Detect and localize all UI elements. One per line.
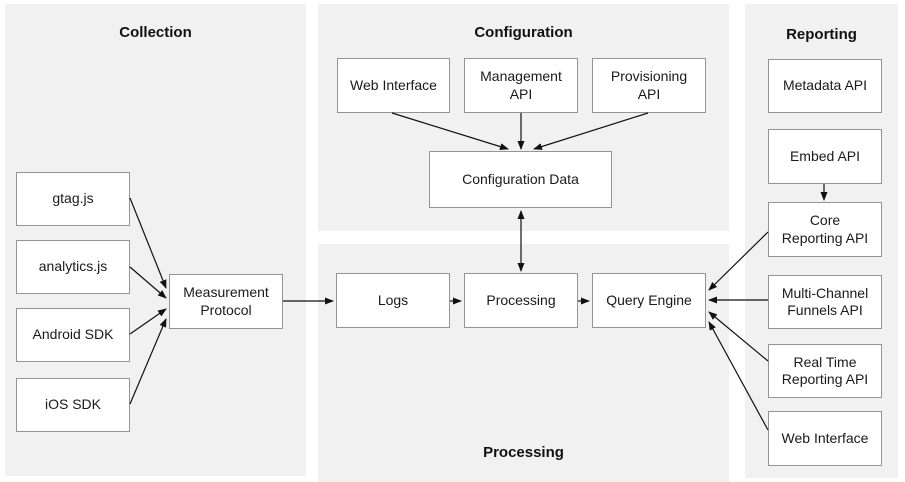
node-android-sdk: Android SDK (16, 308, 130, 362)
node-analytics-js: analytics.js (16, 240, 130, 294)
node-embed-api: Embed API (768, 129, 882, 184)
section-title-reporting: Reporting (786, 26, 857, 43)
section-title-collection: Collection (119, 24, 192, 41)
node-management-api: Management API (464, 58, 578, 113)
node-web-interface-config: Web Interface (337, 58, 450, 113)
node-core-reporting-api: Core Reporting API (768, 202, 882, 257)
section-title-processing: Processing (483, 444, 564, 461)
node-logs: Logs (336, 273, 450, 328)
node-gtag-js: gtag.js (16, 172, 130, 226)
section-title-configuration: Configuration (474, 24, 573, 41)
node-real-time-reporting-api: Real Time Reporting API (768, 344, 882, 398)
node-measurement-protocol: Measurement Protocol (169, 274, 283, 329)
node-metadata-api: Metadata API (768, 59, 882, 113)
node-web-interface-reporting: Web Interface (768, 411, 882, 466)
node-ios-sdk: iOS SDK (16, 378, 130, 432)
node-multi-channel-funnels-api: Multi-Channel Funnels API (768, 275, 882, 329)
node-configuration-data: Configuration Data (429, 151, 612, 208)
node-processing: Processing (464, 273, 578, 328)
node-query-engine: Query Engine (592, 273, 706, 328)
node-provisioning-api: Provisioning API (592, 58, 706, 113)
